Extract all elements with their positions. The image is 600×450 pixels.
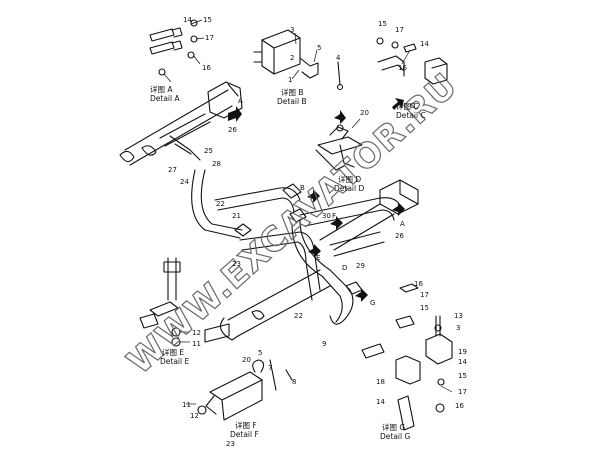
part-number: 5 xyxy=(258,349,262,357)
part-number: 7 xyxy=(268,364,272,372)
part-number: 15 xyxy=(420,304,429,312)
part-number: 24 xyxy=(180,178,189,186)
part-number: 21 xyxy=(232,212,241,220)
detail-c-cn: 详图 C xyxy=(396,101,419,111)
part-number: 30 xyxy=(322,212,331,220)
part-number: 23 xyxy=(232,260,241,268)
detail-c-en: Detail C xyxy=(396,111,426,120)
detail-a-drawing xyxy=(149,19,205,83)
detail-b-cn: 详图 B xyxy=(281,87,304,97)
part-number: 22 xyxy=(216,200,225,208)
detail-e-en: Detail E xyxy=(160,357,189,366)
part-number: 14 xyxy=(420,40,429,48)
right-cylinder xyxy=(319,179,419,251)
detail-e-drawing xyxy=(139,257,190,347)
detail-g-cn: 详图 G xyxy=(382,422,405,432)
arrow-letter-d: D xyxy=(342,264,347,272)
part-number: 14 xyxy=(376,398,385,406)
arrow-letter-a: A xyxy=(238,97,243,105)
part-number: 16 xyxy=(398,64,407,72)
detail-b-drawing xyxy=(253,29,344,91)
detail-c-drawing xyxy=(376,37,448,85)
arrow-letters: A B C D E F G A xyxy=(238,97,415,307)
lower-cylinder xyxy=(204,269,331,343)
part-number: 14 xyxy=(183,16,192,24)
arrow-letter-g: G xyxy=(370,299,375,307)
detail-captions: 详图 A Detail A 详图 B Detail B 详图 C Detail … xyxy=(150,84,426,441)
part-number: 16 xyxy=(455,402,464,410)
detail-f-drawing xyxy=(186,359,293,421)
hose-routing xyxy=(191,169,401,325)
detail-a-en: Detail A xyxy=(150,94,180,103)
part-number: 5 xyxy=(317,44,321,52)
arrow-letter-b: B xyxy=(300,184,305,192)
part-number: 29 xyxy=(356,262,365,270)
part-number: 17 xyxy=(458,388,467,396)
detail-f-en: Detail F xyxy=(230,430,259,439)
part-number: 9 xyxy=(322,340,326,348)
detail-e-cn: 详图 E xyxy=(162,347,184,357)
part-number: 26 xyxy=(395,232,404,240)
part-number: 20 xyxy=(360,109,369,117)
detail-b-en: Detail B xyxy=(277,97,307,106)
part-number: 26 xyxy=(228,126,237,134)
detail-a-cn: 详图 A xyxy=(150,84,173,94)
part-number: 11 xyxy=(192,340,201,348)
arrow-letter-f: F xyxy=(332,212,336,220)
part-number: 8 xyxy=(292,378,296,386)
part-number: 17 xyxy=(205,34,214,42)
detail-d-cn: 详图 D xyxy=(338,174,361,184)
part-number: 27 xyxy=(168,166,177,174)
arrow-letter-e: E xyxy=(316,254,320,262)
part-number: 12 xyxy=(190,412,199,420)
part-number: 17 xyxy=(395,26,404,34)
detail-d-en: Detail D xyxy=(334,184,364,193)
part-number: 15 xyxy=(458,372,467,380)
part-number: 4 xyxy=(336,54,341,62)
part-number: 11 xyxy=(182,401,191,409)
detail-g-drawing xyxy=(361,283,453,431)
part-number: 14 xyxy=(458,358,467,366)
part-number: 25 xyxy=(204,147,213,155)
part-number: 2 xyxy=(290,54,294,62)
detail-d-drawing xyxy=(315,118,363,171)
view-arrows xyxy=(228,98,405,302)
part-number: 12 xyxy=(192,329,201,337)
detail-g-en: Detail G xyxy=(380,432,410,441)
part-number: 3 xyxy=(290,26,294,34)
part-number: 16 xyxy=(202,64,211,72)
part-number: 23 xyxy=(226,440,235,448)
part-number: 22 xyxy=(294,312,303,320)
part-number: 3 xyxy=(456,324,460,332)
part-number: 15 xyxy=(378,20,387,28)
part-number: 20 xyxy=(242,356,251,364)
part-number: 19 xyxy=(458,348,467,356)
part-number: 13 xyxy=(454,312,463,320)
part-number: 15 xyxy=(203,16,212,24)
part-number: 16 xyxy=(414,280,423,288)
upper-cylinder xyxy=(119,81,243,166)
arrow-letter-a2: A xyxy=(400,220,405,228)
detail-f-cn: 详图 F xyxy=(235,420,257,430)
part-number: 28 xyxy=(212,160,221,168)
part-number: 18 xyxy=(376,378,385,386)
part-number: 1 xyxy=(288,76,292,84)
part-number-callouts: 14 15 17 16 3 5 2 1 4 15 17 14 16 20 27 … xyxy=(168,16,467,448)
arrow-letter-c: C xyxy=(410,102,415,110)
part-number: 17 xyxy=(420,291,429,299)
